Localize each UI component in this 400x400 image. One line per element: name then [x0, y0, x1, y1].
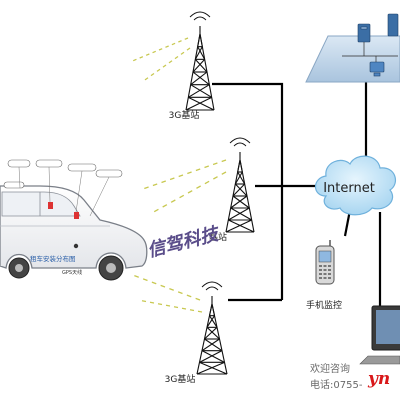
contact-line-2: 电话:0755- [310, 378, 363, 391]
car-small-label-3: GPS天线 [62, 269, 82, 276]
tower-bottom-label: 3G基站 [165, 373, 196, 385]
workstation-icon [369, 61, 385, 77]
cell-tower-top [185, 11, 215, 111]
wireless-signals [132, 37, 227, 313]
cell-tower-bottom [196, 281, 228, 375]
server-platform [305, 13, 400, 83]
device-marker-icon [48, 202, 53, 209]
phone-monitor-label: 手机监控 [306, 299, 342, 311]
internet-cloud: Internet [314, 155, 397, 216]
line-top-tower-to-bus [212, 82, 284, 300]
car-install-caption: 租车安装分布图 [30, 254, 76, 263]
car-illustration [0, 185, 148, 281]
gps-antenna-icon [73, 243, 79, 249]
computer-monitor-icon [359, 305, 400, 365]
cell-tower-middle [225, 137, 255, 233]
site-mark: yn [367, 369, 390, 389]
internet-label: Internet [323, 181, 375, 196]
platform-base [305, 35, 400, 83]
device-marker-icon [74, 212, 79, 219]
contact-line-1: 欢迎咨询 [310, 362, 350, 375]
mobile-phone-icon [315, 240, 335, 285]
server-icon [357, 13, 399, 43]
company-watermark: 信驾科技 [145, 223, 223, 262]
car-callouts: GPS天线 [3, 159, 123, 276]
tower-middle-label: 基站 [209, 231, 227, 243]
tower-top-label: 3G基站 [169, 109, 200, 121]
